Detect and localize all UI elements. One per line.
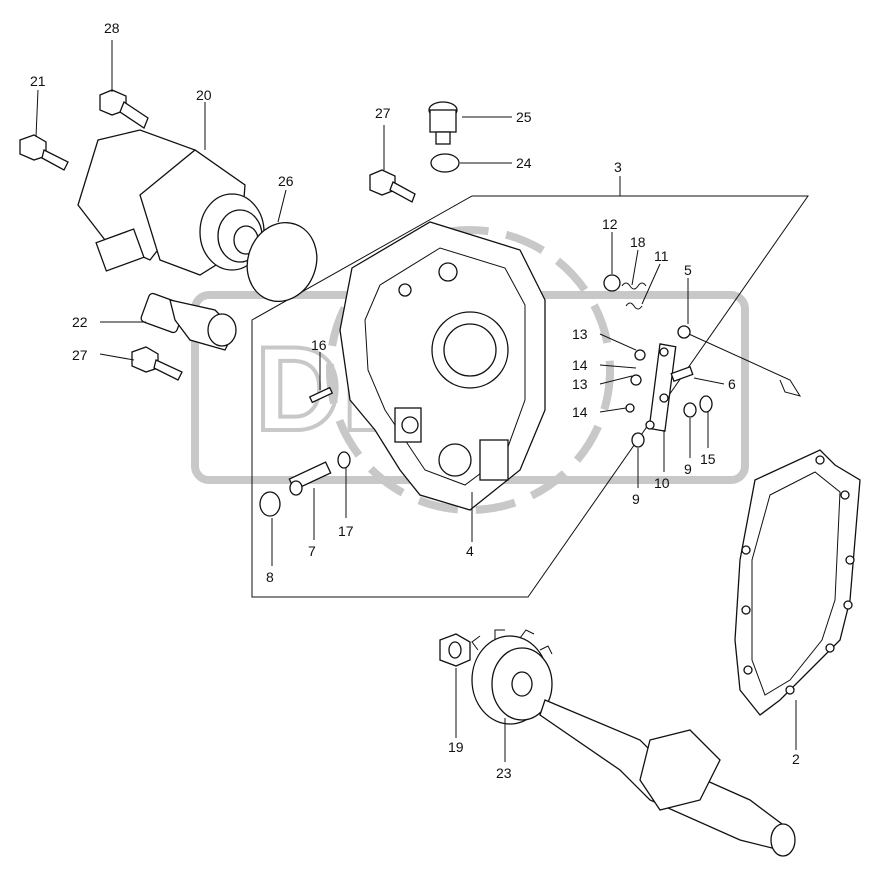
bolt-part-28 xyxy=(99,89,149,129)
gasket-part-2 xyxy=(734,449,861,716)
callout-14-top: 14 xyxy=(572,357,588,373)
callout-28: 28 xyxy=(104,20,120,36)
pin-part-16 xyxy=(308,386,334,404)
leader-lines xyxy=(35,40,797,762)
nut-part-19 xyxy=(439,633,471,667)
shaft xyxy=(539,699,796,857)
callout-22: 22 xyxy=(72,314,88,330)
callout-15: 15 xyxy=(700,451,716,467)
bolt-part-27-top xyxy=(369,169,416,203)
callout-23: 23 xyxy=(496,765,512,781)
callouts: 28 21 20 27 25 24 3 26 22 27 16 8 7 17 4… xyxy=(30,20,800,781)
callout-19: 19 xyxy=(448,739,464,755)
callout-17: 17 xyxy=(338,523,354,539)
callout-7: 7 xyxy=(308,543,316,559)
callout-3: 3 xyxy=(614,159,622,175)
callout-21: 21 xyxy=(30,73,46,89)
gear-part-23 xyxy=(471,629,553,725)
o-ring-part-17 xyxy=(337,451,351,469)
bolt-part-21 xyxy=(19,134,69,171)
sensor-part-22 xyxy=(140,292,237,351)
plug-part-25 xyxy=(428,101,458,145)
callout-13-bottom: 13 xyxy=(572,376,588,392)
callout-24: 24 xyxy=(516,155,532,171)
callout-27-top: 27 xyxy=(375,105,391,121)
group-3-bracket xyxy=(251,195,809,598)
callout-9-right: 9 xyxy=(684,461,692,477)
callout-2: 2 xyxy=(792,751,800,767)
callout-25: 25 xyxy=(516,109,532,125)
callout-10: 10 xyxy=(654,475,670,491)
valve-housing xyxy=(339,221,546,511)
valve-part-7 xyxy=(288,461,332,496)
actuator-part-20 xyxy=(77,129,265,276)
callout-6: 6 xyxy=(728,376,736,392)
callout-9-left: 9 xyxy=(632,491,640,507)
callout-16: 16 xyxy=(311,337,327,353)
callout-11: 11 xyxy=(654,248,669,264)
callout-12: 12 xyxy=(602,216,618,232)
bolt-part-27-left xyxy=(131,346,183,381)
washer-part-24 xyxy=(430,153,460,173)
callout-13-top: 13 xyxy=(572,326,588,342)
callout-8: 8 xyxy=(266,569,274,585)
o-ring-part-26 xyxy=(246,222,318,302)
callout-27-left: 27 xyxy=(72,347,88,363)
linkage-assembly xyxy=(603,274,802,448)
callout-18: 18 xyxy=(630,234,646,250)
callout-4: 4 xyxy=(466,543,474,559)
callout-26: 26 xyxy=(278,173,294,189)
callout-14-bottom: 14 xyxy=(572,404,588,420)
plug-part-8 xyxy=(259,491,281,517)
callout-20: 20 xyxy=(196,87,212,103)
callout-5: 5 xyxy=(684,262,692,278)
